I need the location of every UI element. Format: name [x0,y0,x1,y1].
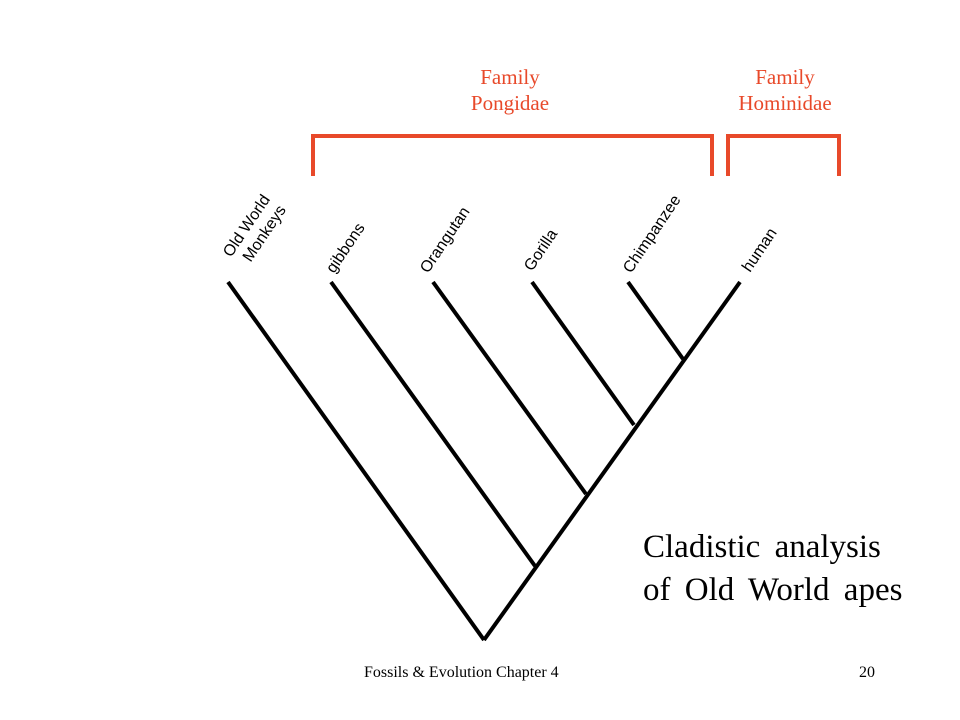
footer-title: Fossils & Evolution Chapter 4 [364,664,559,681]
family-pongidae-label: Family Pongidae [430,64,590,116]
branch-orangutan [431,280,588,496]
taxon-label-chimpanzee: Chimpanzee [620,192,684,276]
family-hominidae-bracket [726,134,841,176]
caption-line2: of Old World apes [643,572,903,608]
branch-old-world-monkeys [226,280,486,642]
tree [226,280,742,642]
family-hominidae-label: Family Hominidae [705,64,865,116]
family-pongidae-line2: Pongidae [470,91,550,115]
branch-chimpanzee [626,280,685,361]
slide-caption: Cladistic analysis of Old World apes [643,526,943,612]
page-number: 20 [859,664,875,681]
taxon-label-human: human [739,225,780,275]
branch-main-trunk [482,280,742,642]
taxon-label-gibbons: gibbons [323,220,368,276]
branch-gorilla [530,280,636,427]
caption-line1: Cladistic analysis [643,529,881,565]
branch-gibbons [329,280,537,568]
family-pongidae-bracket [311,134,714,176]
taxon-label-orangutan: Orangutan [417,204,473,276]
family-hominidae-line2: Hominidae [738,91,832,115]
taxon-label-old-world-monkeys: Old World Monkeys [220,188,292,271]
family-pongidae-line1: Family [480,65,540,89]
family-hominidae-line1: Family [755,65,815,89]
taxon-label-gorilla: Gorilla [521,226,561,274]
